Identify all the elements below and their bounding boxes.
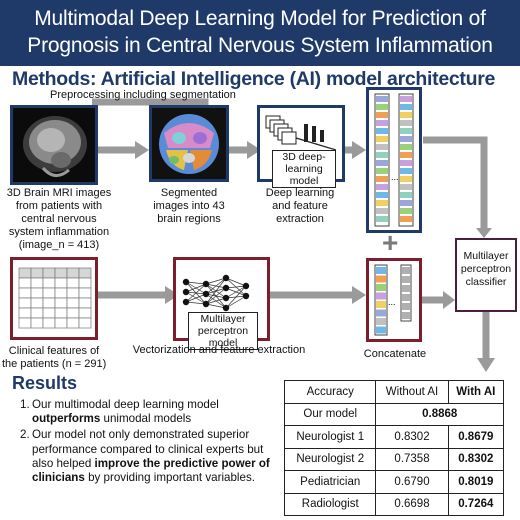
title-line-2: Prognosis in Central Nervous System Infl… xyxy=(27,34,493,57)
concatenate-caption: Concatenate xyxy=(363,348,427,360)
accuracy-table: Accuracy Without AI With AI Our model 0.… xyxy=(283,380,505,516)
table-row: Neurologist 1 0.8302 0.8679 xyxy=(283,425,505,449)
3d-cnn-icon xyxy=(265,115,337,150)
mlp-model-label: Multilayer perceptron model xyxy=(188,312,258,350)
table-header-row: Accuracy Without AI With AI xyxy=(283,380,505,404)
table-row: Neurologist 2 0.7358 0.8302 xyxy=(283,447,505,471)
segmented-brain-image xyxy=(159,114,219,174)
clinical-table-box xyxy=(10,257,98,340)
table-row: Radiologist 0.6698 0.7264 xyxy=(283,492,505,516)
image-feature-vectors: ... xyxy=(366,87,422,233)
title-line-1: Multimodal Deep Learning Model for Predi… xyxy=(34,7,486,30)
title-banner: Multimodal Deep Learning Model for Predi… xyxy=(0,0,520,66)
mri-caption: 3D Brain MRI images from patients with c… xyxy=(6,187,112,251)
feature-vector-stack: ... xyxy=(374,93,414,227)
mlp-classifier-box: Multilayer perceptron classifier xyxy=(455,238,517,312)
segmented-caption: Segmented images into 43 brain regions xyxy=(153,187,225,225)
header-with-ai: With AI xyxy=(447,380,505,404)
result-item-2: 2. Our model not only demonstrated super… xyxy=(20,428,270,485)
results-list: 1. Our multimodal deep learning model ou… xyxy=(20,398,282,487)
dl-model-label: 3D deep- learning model xyxy=(272,150,336,188)
vectorization-caption: Vectorization and feature extraction xyxy=(132,344,306,356)
plus-icon: + xyxy=(382,227,399,258)
clinical-grid-icon xyxy=(18,267,92,329)
dl-caption: Deep learning and feature extraction xyxy=(265,187,335,225)
header-accuracy: Accuracy xyxy=(283,380,377,404)
methods-heading: Methods: Artificial Intelligence (AI) mo… xyxy=(12,68,496,90)
clinical-caption: Clinical features of the patients (n = 2… xyxy=(2,345,107,370)
arrow-features-to-classifier xyxy=(423,136,488,230)
neural-network-icon xyxy=(182,274,250,312)
feature-ellipsis: ... xyxy=(391,172,399,182)
brain-mri-image xyxy=(23,116,87,177)
concat-vector-stack: ... xyxy=(374,264,412,336)
mri-image-box xyxy=(10,105,98,185)
results-heading: Results xyxy=(12,373,78,393)
table-row: Our model 0.8868 xyxy=(283,402,504,426)
table-row: Pediatrician 0.6790 0.8019 xyxy=(283,470,505,494)
header-without-ai: Without AI xyxy=(375,380,449,404)
concatenated-vectors: ... xyxy=(366,258,422,342)
deep-learning-box: 3D deep- learning model xyxy=(257,105,345,188)
mlp-model-box: Multilayer perceptron model xyxy=(173,257,270,350)
segmented-image-box xyxy=(149,105,229,182)
result-item-1: 1. Our multimodal deep learning model ou… xyxy=(20,398,219,426)
preprocessing-label: Preprocessing including segmentation xyxy=(50,89,236,101)
concat-ellipsis: ... xyxy=(388,297,396,307)
